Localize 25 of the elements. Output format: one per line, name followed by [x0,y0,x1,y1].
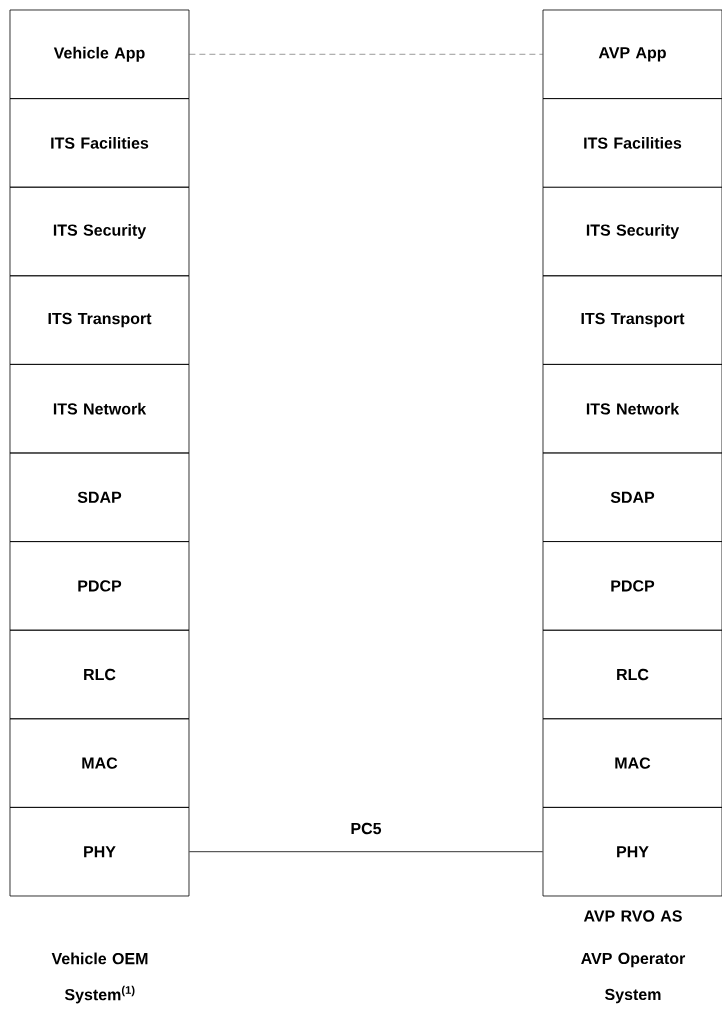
layer-box: ITS Transport [9,275,190,365]
connector-line [189,851,543,853]
layer-box: SDAP [542,452,722,542]
layer-box: PDCP [9,541,190,631]
layer-box: ITS Facilities [542,98,722,188]
caption-text: Vehicle OEM System$^{(1)}$ [51,952,148,1004]
layer-box: ITS Transport [542,275,722,365]
layer-box: PHY [9,807,190,897]
layer-box: ITS Network [542,364,722,454]
layer-box: PDCP [542,541,722,631]
layer-box: Vehicle App [9,9,190,99]
layer-box: RLC [542,629,722,720]
layer-box: ITS Network [9,364,190,454]
connector-line [189,54,543,55]
layer-box: ITS Facilities [9,98,190,188]
edge-label: PC5 [351,822,382,835]
layer-box: MAC [542,718,722,808]
layer-box: ITS Security [542,186,722,277]
layer-box: MAC [9,718,190,808]
layer-box: PHY [542,807,722,897]
layer-box: SDAP [9,452,190,542]
caption-text: AVP Operator System [581,952,686,1004]
layer-box: ITS Security [9,186,190,277]
layer-box: AVP App [542,9,722,99]
layer-box: RLC [9,629,190,720]
